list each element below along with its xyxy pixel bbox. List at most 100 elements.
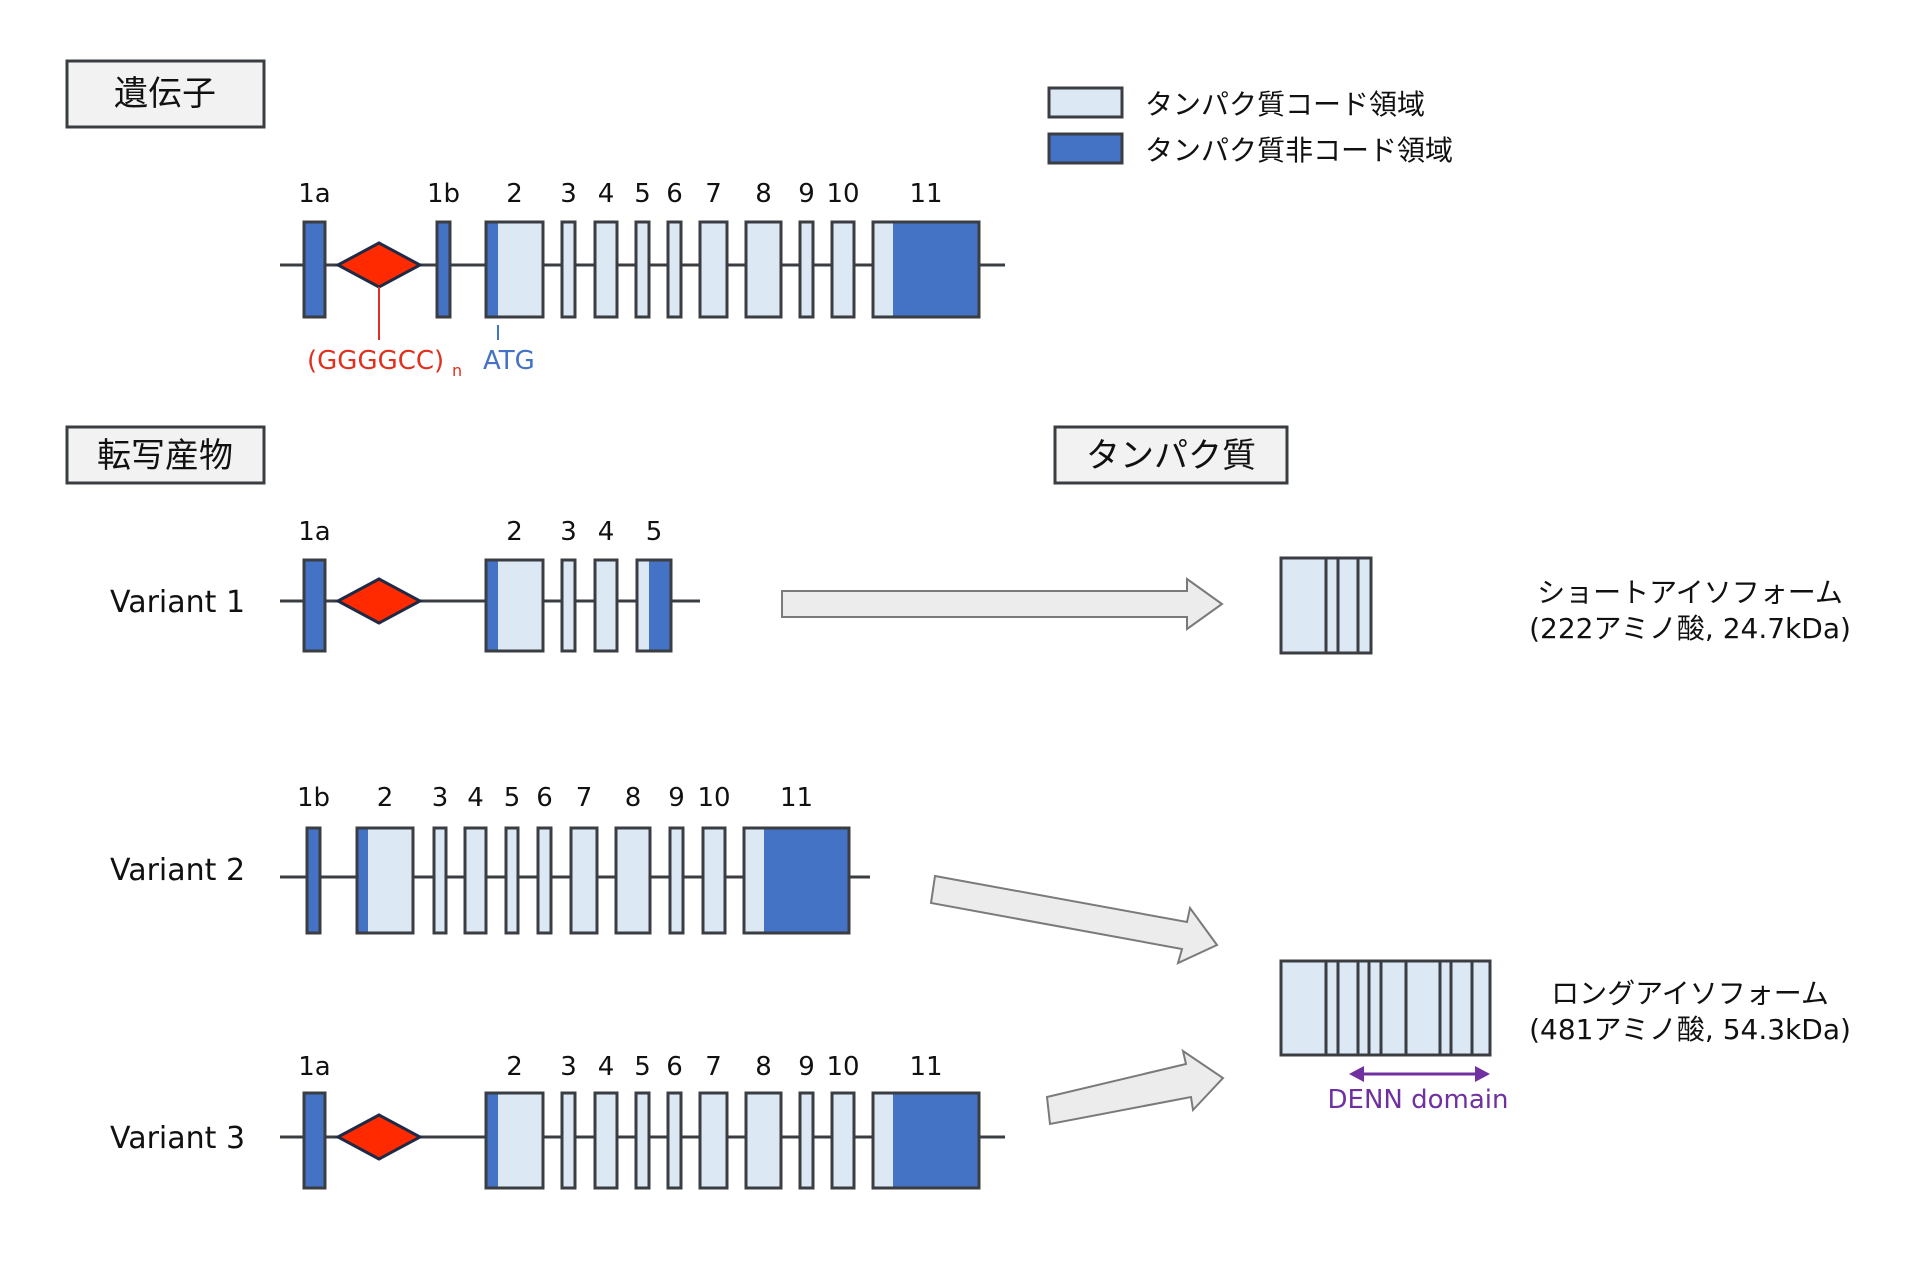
exon-3 <box>560 558 577 653</box>
exon-5 <box>504 826 520 935</box>
exon-label: 3 <box>560 517 577 547</box>
exon-label: 3 <box>560 1052 577 1082</box>
exon-label: 1b <box>427 179 460 209</box>
exon-10 <box>701 826 727 935</box>
section-gene-label: 遺伝子 <box>114 74 216 114</box>
exon-8 <box>614 826 652 935</box>
denn-domain-label: DENN domain <box>1328 1085 1509 1115</box>
legend-swatch-noncoding <box>1047 132 1124 165</box>
exon-1b <box>305 826 322 935</box>
section-protein: タンパク質 <box>1053 425 1289 485</box>
exon-label: 6 <box>666 1052 683 1082</box>
exon-6 <box>666 1091 683 1190</box>
legend-label-noncoding: タンパク質非コード領域 <box>1145 134 1453 167</box>
legend-label-coding: タンパク質コード領域 <box>1145 88 1425 121</box>
exon-7 <box>698 220 729 319</box>
section-gene: 遺伝子 <box>65 59 266 129</box>
exon-label: 5 <box>646 517 663 547</box>
exon-7 <box>569 826 599 935</box>
exon-label: 1b <box>297 783 330 813</box>
exon-label: 7 <box>705 1052 722 1082</box>
exon-3 <box>560 220 577 319</box>
exon-3 <box>432 826 448 935</box>
short-isoform-protein <box>1279 556 1373 655</box>
exon-9 <box>668 826 685 935</box>
denn-domain-arrow <box>1349 1066 1490 1082</box>
short-isoform-detail: (222アミノ酸, 24.7kDa) <box>1529 612 1851 645</box>
exon-label: 8 <box>755 179 772 209</box>
exon-9 <box>798 1091 815 1190</box>
exon-3 <box>560 1091 577 1190</box>
repeat-expansion-diamond <box>334 1113 424 1161</box>
exon-5 <box>634 220 651 319</box>
exon-label: 6 <box>536 783 553 813</box>
atg-label: ATG <box>483 346 535 376</box>
exon-4 <box>593 558 619 653</box>
exon-label: 5 <box>634 1052 651 1082</box>
legend-swatch-coding <box>1047 86 1124 119</box>
long-isoform-name: ロングアイソフォーム <box>1551 977 1829 1010</box>
exon-4 <box>593 220 619 319</box>
exon-label: 4 <box>598 517 615 547</box>
exon-11 <box>742 826 851 935</box>
exon-label: 2 <box>506 517 523 547</box>
exon-2 <box>355 826 415 935</box>
exon-4 <box>593 1091 619 1190</box>
variant-1-label: Variant 1 <box>110 585 245 620</box>
exon-2 <box>484 220 545 319</box>
translation-arrow-variant-3 <box>1045 1048 1225 1126</box>
exon-label: 5 <box>504 783 521 813</box>
exon-label: 7 <box>576 783 593 813</box>
exon-10 <box>830 220 856 319</box>
exon-label: 1a <box>298 179 330 209</box>
translation-arrow-variant-2 <box>929 874 1219 965</box>
repeat-label: (GGGGCC) <box>307 346 444 376</box>
exon-label: 5 <box>634 179 651 209</box>
exon-label: 9 <box>798 1052 815 1082</box>
repeat-subscript: n <box>452 361 462 380</box>
exon-label: 1a <box>298 1052 330 1082</box>
exon-8 <box>744 220 783 319</box>
exon-label: 1a <box>298 517 330 547</box>
exon-1b <box>435 220 452 319</box>
exon-10 <box>830 1091 856 1190</box>
translation-arrow-variant-1 <box>781 577 1224 631</box>
section-transcripts: 転写産物 <box>65 425 266 485</box>
exon-1a <box>302 558 327 653</box>
exon-6 <box>536 826 553 935</box>
exon-label: 9 <box>668 783 685 813</box>
variant-3-label: Variant 3 <box>110 1121 245 1156</box>
exon-label: 9 <box>798 179 815 209</box>
exon-8 <box>744 1091 783 1190</box>
exon-label: 10 <box>697 783 730 813</box>
exon-6 <box>666 220 683 319</box>
exon-label: 10 <box>826 1052 859 1082</box>
exon-1a <box>302 1091 327 1190</box>
exon-label: 2 <box>506 179 523 209</box>
exon-label: 11 <box>909 1052 942 1082</box>
short-isoform-name: ショートアイソフォーム <box>1537 576 1843 609</box>
exon-2 <box>484 558 545 653</box>
exon-11 <box>871 1091 981 1190</box>
section-transcripts-label: 転写産物 <box>97 436 233 476</box>
exon-label: 4 <box>467 783 484 813</box>
exon-label: 10 <box>826 179 859 209</box>
exon-label: 3 <box>432 783 449 813</box>
repeat-expansion-diamond <box>334 577 424 625</box>
long-isoform-protein <box>1279 959 1492 1057</box>
protein-body <box>1279 959 1492 1057</box>
variant-2-label: Variant 2 <box>110 853 245 888</box>
exon-label: 7 <box>705 179 722 209</box>
exon-11 <box>871 220 981 319</box>
section-protein-label: タンパク質 <box>1086 436 1256 476</box>
exon-label: 11 <box>909 179 942 209</box>
exon-7 <box>698 1091 729 1190</box>
exon-label: 11 <box>780 783 813 813</box>
legend: タンパク質コード領域 タンパク質非コード領域 <box>1047 86 1453 167</box>
exon-5 <box>635 558 673 653</box>
exon-label: 2 <box>506 1052 523 1082</box>
